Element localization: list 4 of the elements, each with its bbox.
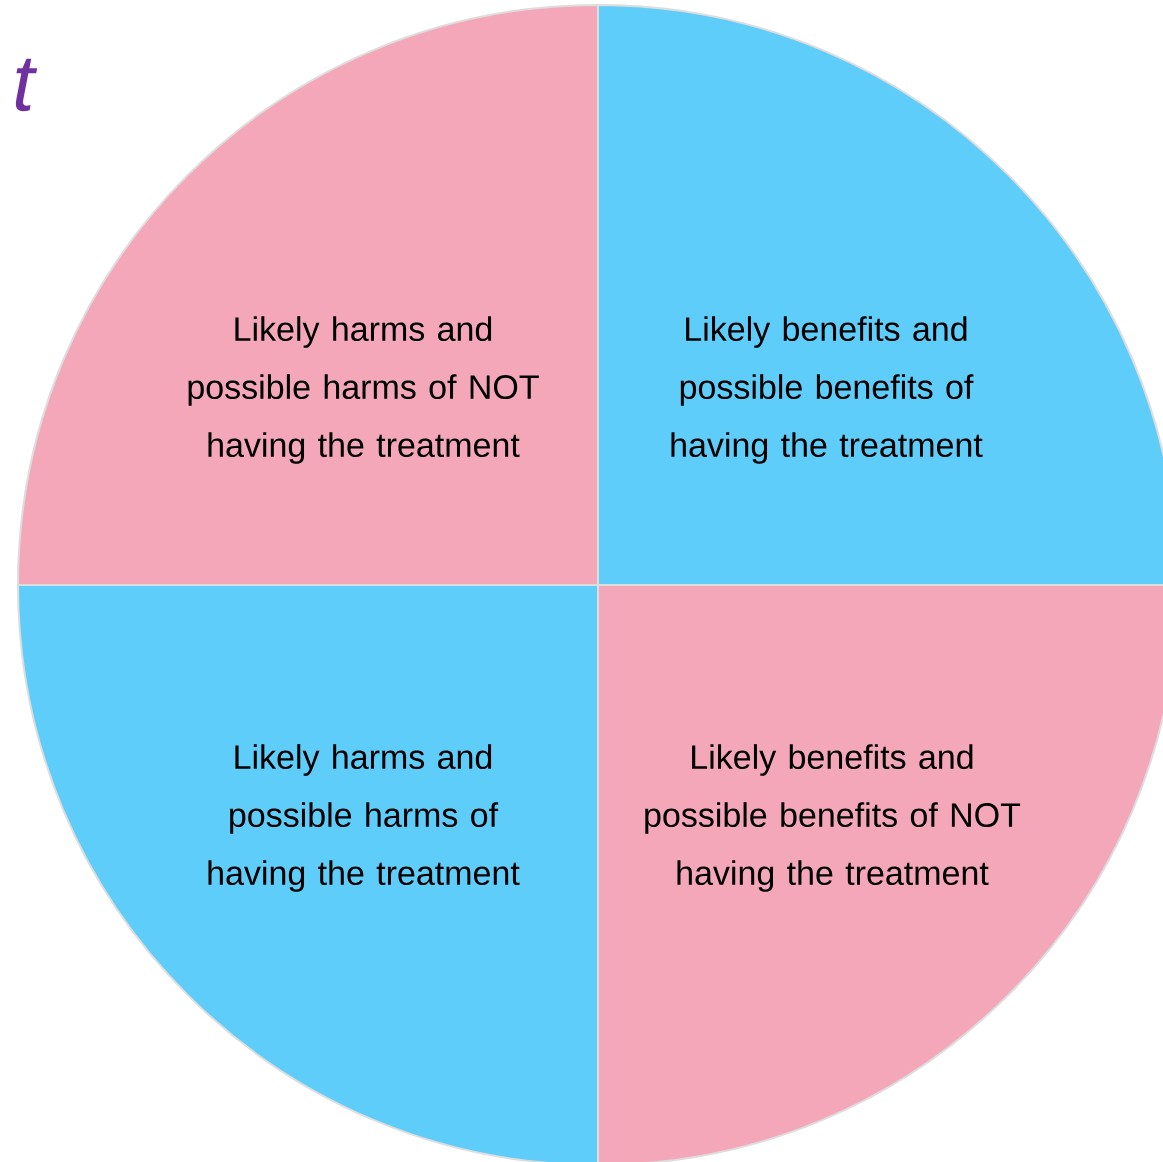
- quadrant-sector: Likely harms and possible harms of having the treatment: [17, 584, 599, 1162]
- title-fragment: t: [15, 58, 38, 112]
- quadrant-sector: Likely benefits and possible benefits of NOT having the treatment: [597, 584, 1163, 1162]
- quadrant-sector: Likely benefits and possible benefits of having the treatment: [597, 4, 1163, 586]
